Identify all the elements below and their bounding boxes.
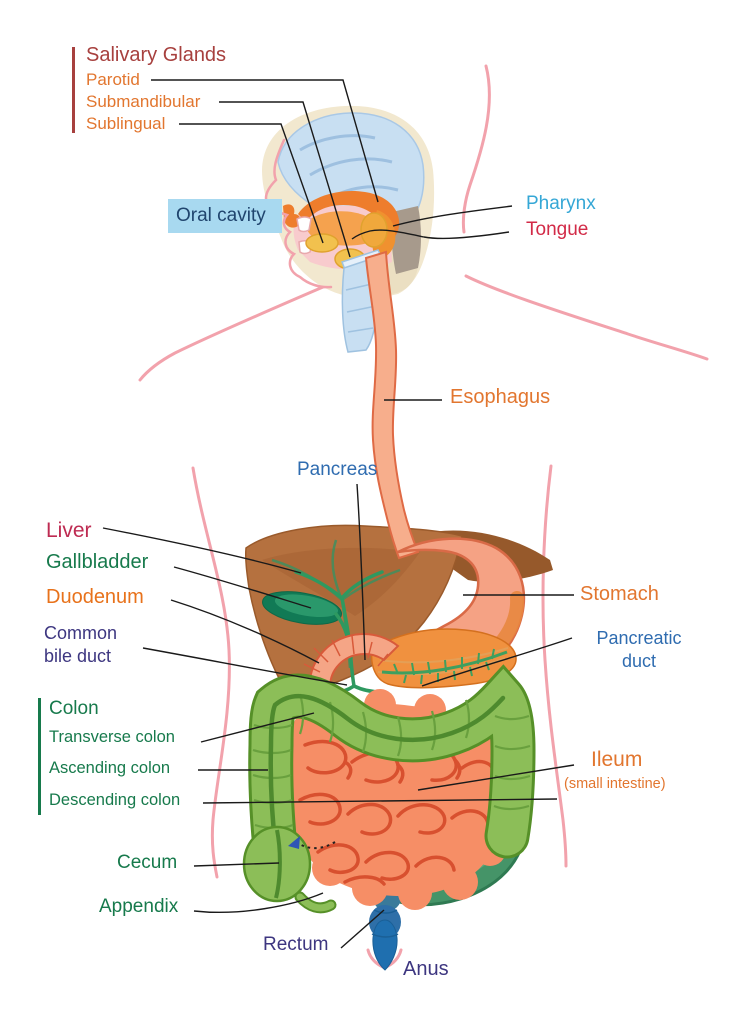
face-profile xyxy=(264,138,333,289)
leader-duodenum xyxy=(170,599,320,664)
label-transverse-colon: Transverse colon xyxy=(49,728,175,746)
label-ileum: Ileum xyxy=(591,748,643,771)
left-torso-contour xyxy=(191,466,231,879)
leader-liver xyxy=(102,527,302,574)
leader-lines xyxy=(102,79,575,949)
biliary-system xyxy=(262,570,384,694)
leader-pancreatic-duct xyxy=(421,637,573,687)
label-descending-colon: Descending colon xyxy=(49,791,181,809)
leader-pharynx xyxy=(392,205,513,227)
leader-sublingual xyxy=(179,123,324,244)
label-pancreas: Pancreas xyxy=(297,459,378,480)
taenia-coli xyxy=(268,693,506,855)
appendix-shape xyxy=(296,893,335,912)
leader-transverse-colon xyxy=(200,712,315,743)
label-gallbladder: Gallbladder xyxy=(46,551,149,573)
liver-shadow xyxy=(262,547,420,616)
label-appendix: Appendix xyxy=(99,896,179,917)
head-section xyxy=(262,105,435,353)
pancreas-shape xyxy=(370,628,517,689)
label-liver: Liver xyxy=(46,519,92,542)
colon-group-bar xyxy=(38,698,41,815)
leader-appendix xyxy=(193,892,324,914)
leader-descending-colon xyxy=(202,798,558,804)
label-rectum: Rectum xyxy=(263,934,329,955)
leader-ileum xyxy=(417,764,575,791)
leader-submandibular xyxy=(219,101,351,258)
oral-cavity-highlight: Oral cavity xyxy=(168,199,282,233)
leader-common-bile-duct xyxy=(142,647,348,686)
left-shoulder-contour xyxy=(138,282,332,382)
leader-rectum xyxy=(340,909,385,949)
rectum-rings xyxy=(371,909,399,938)
body-outline xyxy=(138,64,709,879)
right-torso-contour xyxy=(541,464,568,868)
leader-pancreas xyxy=(356,483,366,661)
label-oral-cavity: Oral cavity xyxy=(176,205,266,226)
label-salivary-glands: Salivary Glands xyxy=(86,44,227,66)
ileocecal-arrow xyxy=(288,836,336,850)
esophagus-shape xyxy=(364,250,420,560)
label-pharynx: Pharynx xyxy=(526,193,596,214)
head-back-contour xyxy=(461,64,491,234)
leader-gallbladder xyxy=(173,566,312,609)
right-shoulder-contour xyxy=(464,274,709,361)
colon-frame xyxy=(242,664,536,914)
arrowhead xyxy=(288,836,300,849)
cecum-taenia xyxy=(274,829,282,899)
rectum-shape xyxy=(372,919,398,971)
leader-parotid xyxy=(151,79,379,203)
lips-uvula xyxy=(283,204,301,228)
leader-cecum xyxy=(193,862,280,867)
label-colon: Colon xyxy=(49,698,99,719)
label-cecum: Cecum xyxy=(117,852,178,873)
label-parotid: Parotid xyxy=(86,70,140,89)
intestine-coils xyxy=(298,739,497,886)
leader-tongue xyxy=(351,229,510,240)
palate-arch xyxy=(298,190,400,241)
label-pancreatic-duct: Pancreatic duct xyxy=(596,628,682,672)
label-anus: Anus xyxy=(403,958,449,980)
label-common-bile-duct: Common bile duct xyxy=(44,623,118,667)
label-tongue: Tongue xyxy=(526,219,589,240)
salivary-group-bar xyxy=(72,47,75,133)
label-sublingual: Sublingual xyxy=(86,114,166,133)
gallbladder-shape xyxy=(262,591,342,625)
label-duodenum: Duodenum xyxy=(46,586,144,608)
sublingual-gland xyxy=(305,233,339,253)
label-esophagus: Esophagus xyxy=(450,386,551,408)
label-ileum-note: (small intestine) xyxy=(564,776,666,792)
label-stomach: Stomach xyxy=(580,583,659,605)
label-submandibular: Submandibular xyxy=(86,92,201,111)
pancreatic-duct-shape xyxy=(381,648,508,685)
label-ascending-colon: Ascending colon xyxy=(49,759,171,777)
